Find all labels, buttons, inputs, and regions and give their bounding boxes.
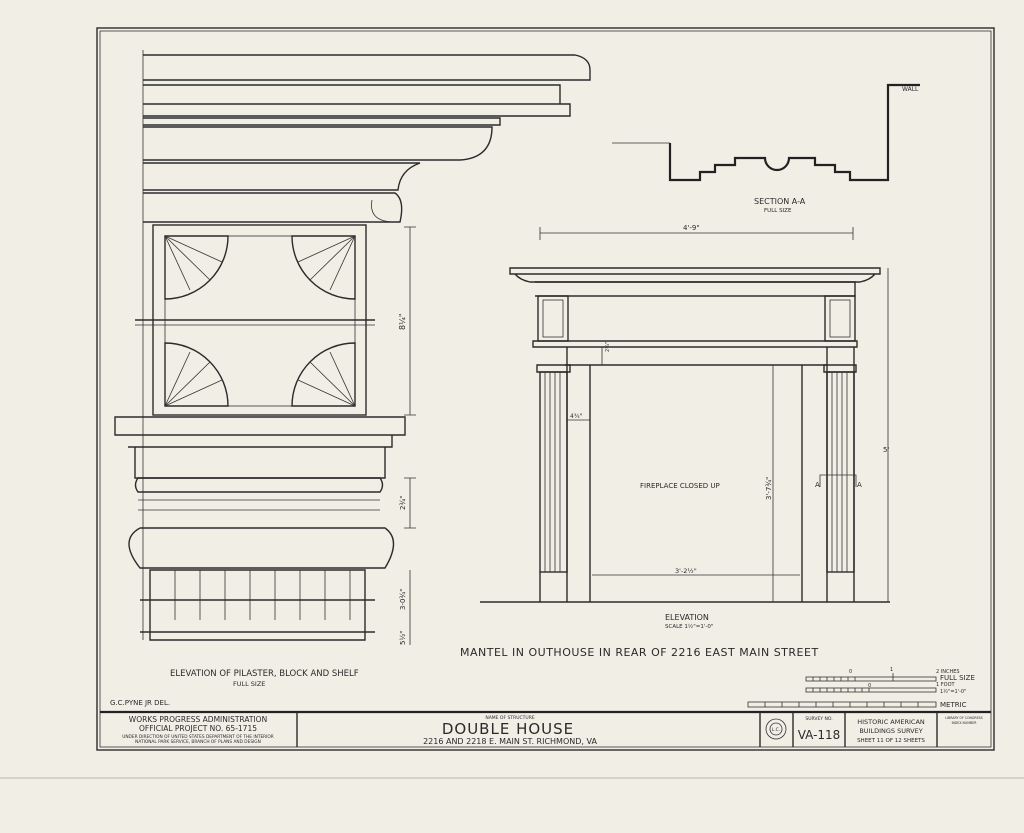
scale-full-size: FULL SIZE (940, 674, 975, 682)
dim-opening-height: 3'-7¾" (765, 477, 773, 500)
library-label: LIBRARY OF CONGRESS (945, 716, 982, 720)
survey-number: VA-118 (798, 728, 841, 742)
title-block: WORKS PROGRESS ADMINISTRATION OFFICIAL P… (100, 710, 991, 747)
dim-plinth: 5½" (399, 631, 407, 645)
survey-label: SURVEY NO. (805, 716, 832, 722)
section-scale: FULL SIZE (764, 208, 792, 214)
scale-metric: METRIC (940, 701, 967, 709)
section-mark-left: A (815, 481, 820, 489)
direction-line-2: NATIONAL PARK SERVICE, BRANCH OF PLANS A… (135, 739, 261, 745)
graphic-scales: 0 1 2 INCHES FULL SIZE 0 1 FOOT 1½"=1'-0… (747, 667, 975, 709)
library-seal-icon (765, 718, 787, 740)
inner-border (99, 30, 992, 748)
pilaster-elevation: 8¼" 2¾" 3-0¾" 5½" ELEVATION OF PILASTER,… (114, 50, 591, 688)
scale-inches-label: 2 INCHES (936, 669, 960, 675)
outer-border (96, 27, 995, 751)
dim-frieze-gap: 2¾" (605, 342, 611, 352)
dim-overall-height: 5' (883, 446, 889, 454)
elevation-scale: SCALE 1½"=1'-0" (665, 623, 713, 630)
fireplace-note: FIREPLACE CLOSED UP (640, 482, 720, 490)
scale-inches-one: 1 (890, 667, 893, 673)
pilaster-scale: FULL SIZE (233, 680, 265, 688)
wall-label: WALL (902, 86, 919, 93)
section-a-a: WALL SECTION A-A FULL SIZE (612, 83, 920, 214)
drawing-title: MANTEL IN OUTHOUSE IN REAR OF 2216 EAST … (460, 646, 819, 659)
structure-label: NAME OF STRUCTURE (485, 715, 534, 721)
pilaster-caption: ELEVATION OF PILASTER, BLOCK AND SHELF (170, 669, 359, 679)
dim-base-height: 3-0¾" (399, 589, 407, 610)
sheet-number: SHEET 11 OF 12 SHEETS (857, 738, 925, 744)
index-label: INDEX NUMBER (952, 721, 978, 725)
scale-inches-zero: 0 (849, 669, 852, 675)
dim-block-height: 8¼" (398, 313, 407, 330)
structure-address: 2216 AND 2218 E. MAIN ST. RICHMOND, VA (423, 737, 597, 746)
scale-foot-label: 1 FOOT (936, 682, 956, 688)
dim-opening-width: 3'-2½" (675, 567, 697, 575)
scale-foot-ratio: 1½"=1'-0" (940, 688, 966, 695)
section-mark-right: A (857, 481, 862, 489)
project-number: OFFICIAL PROJECT NO. 65-1715 (139, 724, 257, 733)
dim-jamb-width: 4¾" (570, 413, 583, 420)
agency: WORKS PROGRESS ADMINISTRATION (129, 715, 267, 724)
direction-line-1: UNDER DIRECTION OF UNITED STATES DEPARTM… (122, 734, 274, 740)
program-line-2: BUILDINGS SURVEY (859, 727, 922, 735)
program-line-1: HISTORIC AMERICAN (857, 718, 925, 726)
seal-text: L.C. (772, 727, 781, 733)
delineator: G.C.PYNE JR DEL. (110, 699, 170, 707)
elevation-caption: ELEVATION (665, 613, 709, 622)
mantel-elevation: 4'-9" A A 2¾" 4¾" 3'-7¾" 3'-2½" 5' FIREP… (480, 224, 890, 630)
structure-name: DOUBLE HOUSE (442, 720, 574, 738)
dim-base-band: 2¾" (399, 496, 407, 510)
scale-foot-zero: 0 (868, 683, 871, 689)
section-caption: SECTION A-A (754, 197, 806, 206)
dim-overall-width: 4'-9" (683, 224, 700, 232)
